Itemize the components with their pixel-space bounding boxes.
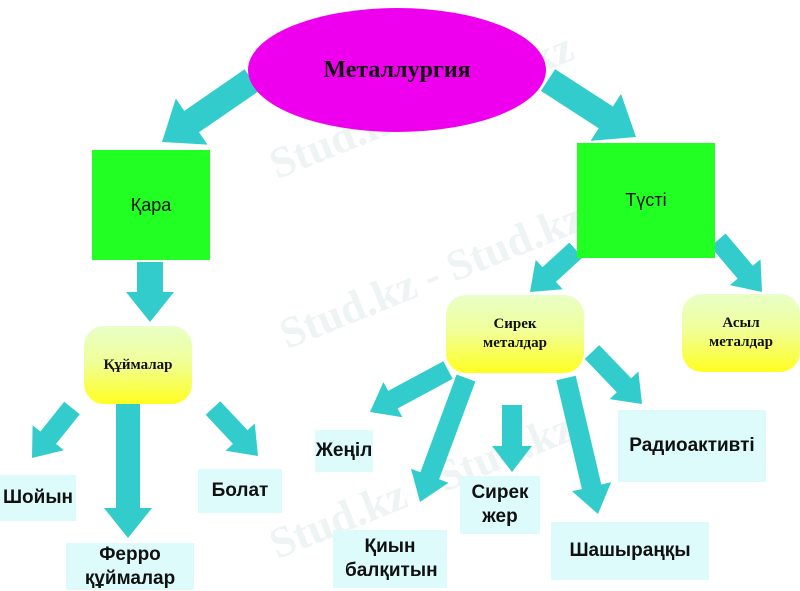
scattered-label: Шашыраңқы [569,540,691,561]
rare-metals-node: Сирек металдар [446,295,584,373]
ferrous-metals-box: Қара [92,150,210,260]
rare-metals-label: Сирек металдар [483,316,547,351]
arrow-nonferrous-to-rare [530,242,583,292]
arrow-castings-to-steel [205,401,258,456]
light-metals-box: Жеңіл [315,430,373,472]
arrow-rare-to-rareearth [492,405,532,472]
steel-label: Болат [211,480,269,501]
arrow-nonferrous-to-noble [710,233,762,292]
rare-earth-box: Сирек жер [460,476,540,534]
light-metals-label: Жеңіл [315,440,373,461]
steel-box: Болат [198,469,282,513]
cast-iron-label: Шойын [2,487,74,508]
arrow-rare-to-radioactive [584,345,642,404]
nonferrous-label: Түсті [625,190,667,210]
ferroalloys-box: Ферро құймалар [66,543,194,590]
root-label: Металлургия [323,56,471,83]
arrow-root-to-ferrous [162,69,260,145]
refractory-metals-box: Қиын балқитын [333,530,447,588]
arrow-ferrous-to-castings [126,262,174,322]
castings-node: Құймалар [84,326,192,404]
ferrous-label: Қара [130,194,172,215]
scattered-metals-box: Шашыраңқы [551,522,709,580]
root-node-metallurgy: Металлургия [248,8,546,132]
radioactive-label: Радиоактивті [629,435,755,456]
noble-metals-node: Асыл металдар [682,294,800,372]
radioactive-metals-box: Радиоактивті [618,410,766,482]
arrow-rare-to-scattered [556,375,612,514]
cast-iron-box: Шойын [0,475,76,521]
refractory-label: Қиын балқитын [345,536,438,581]
ferroalloys-label: Ферро құймалар [84,543,176,589]
noble-metals-label: Асыл металдар [709,315,773,350]
castings-label: Құймалар [103,356,173,373]
arrow-castings-to-castiron [32,401,80,458]
arrow-rare-to-refractory [411,374,476,502]
rare-earth-label: Сирек жер [471,482,529,527]
arrow-rare-to-light [370,361,453,418]
arrow-castings-to-ferro [104,404,152,538]
nonferrous-metals-box: Түсті [577,143,715,258]
arrow-root-to-nonferrous [540,69,636,141]
